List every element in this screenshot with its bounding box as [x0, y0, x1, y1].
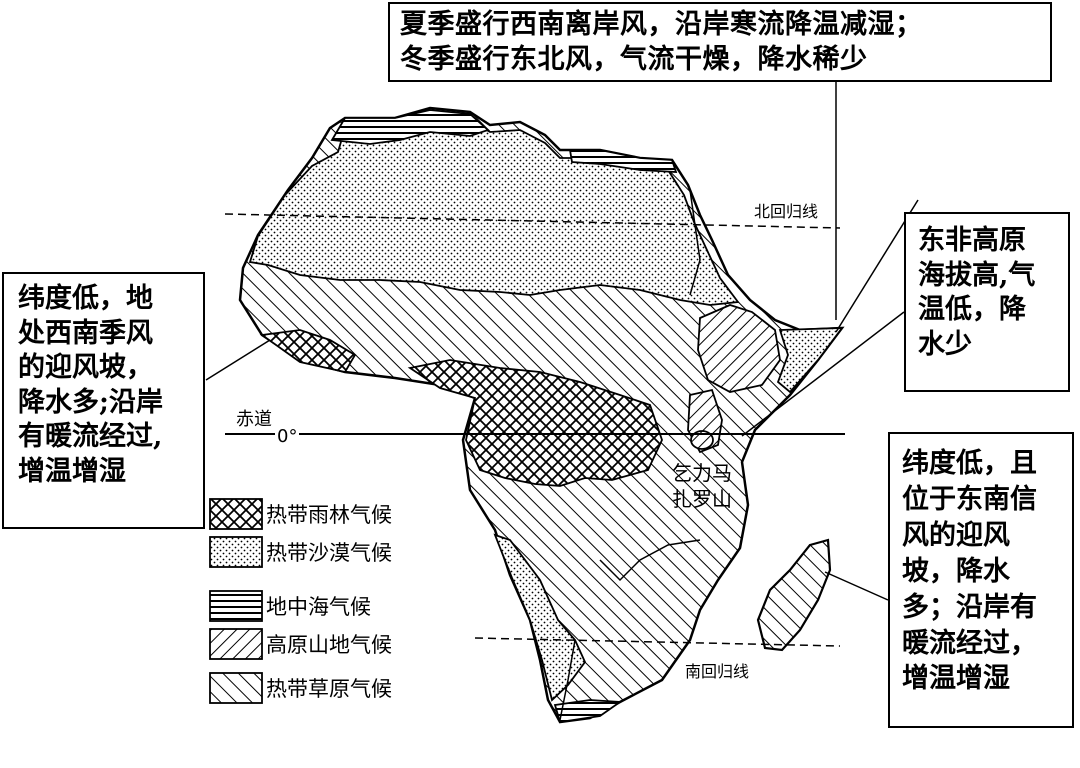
callout-right-lower-line-6: 暖流经过，: [902, 627, 1037, 659]
callout-west-coast-climate: 夏季盛行西南离岸风，沿岸寒流降温减湿； 冬季盛行东北风，气流干燥，降水稀少: [388, 2, 1052, 82]
callout-left-line-1: 纬度低，地: [18, 283, 153, 314]
legend-label-highland: 高原山地气候: [266, 633, 392, 657]
callout-top-line-2: 冬季盛行东北风，气流干燥，降水稀少: [400, 43, 868, 75]
legend-item-highland: 高原山地气候: [266, 627, 392, 661]
callout-right-lower-line-3: 风的迎风: [902, 519, 1010, 551]
legend-item-rainforest: 热带雨林气候: [266, 497, 392, 531]
callout-right-lower-line-5: 多；沿岸有: [902, 591, 1037, 623]
rainforest-zone-central: [407, 359, 663, 487]
namib-kalahari-desert-zone: [493, 533, 587, 702]
callout-right-upper-line-3: 温低，降: [918, 294, 1026, 326]
legend-label-savanna: 热带草原气候: [266, 677, 392, 701]
callout-left-line-3: 的迎风坡，: [18, 352, 153, 384]
callout-left-line-6: 增温增湿: [18, 455, 126, 487]
legend-label-mediterranean: 地中海气候: [266, 595, 371, 619]
internal-boundaries: [559, 189, 701, 721]
equator-degree-label: 0°: [275, 426, 300, 447]
legend-swatch-savanna: [209, 672, 263, 704]
callout-madagascar-climate: 纬度低，且 位于东南信 风的迎风 坡，降水 多；沿岸有 暖流经过， 增温增湿: [888, 432, 1074, 728]
legend-item-mediterranean: 地中海气候: [266, 589, 371, 623]
madagascar-island: [756, 538, 832, 652]
callout-right-upper-line-4: 水少: [918, 328, 972, 360]
legend-label-desert: 热带沙漠气候: [266, 541, 392, 565]
callout-guinea-coast-climate: 纬度低，地 处西南季风 的迎风坡， 降水多;沿岸 有暖流经过, 增温增湿: [2, 272, 205, 529]
kilimanjaro-label-line-1: 乞力马: [672, 461, 732, 485]
tropic-of-capricorn-label: 南回归线: [683, 658, 752, 682]
callout-right-lower-line-2: 位于东南信: [902, 483, 1037, 515]
callout-right-upper-line-2: 海拔高,气: [918, 259, 1036, 291]
legend-item-desert: 热带沙漠气候: [266, 535, 392, 569]
tropic-of-cancer-label: 北回归线: [752, 198, 821, 222]
kilimanjaro-label: 乞力马 扎罗山: [672, 460, 732, 512]
callout-east-african-plateau: 东非高原 海拔高,气 温低，降 水少: [904, 212, 1070, 392]
callout-top-line-1: 夏季盛行西南离岸风，沿岸寒流降温减湿；: [400, 9, 923, 40]
callout-left-line-2: 处西南季风: [18, 317, 153, 349]
legend-swatch-highland: [209, 628, 263, 660]
callout-right-upper-line-1: 东非高原: [918, 225, 1026, 256]
mediterranean-zone-south: [553, 699, 623, 724]
legend-swatch-mediterranean: [209, 590, 263, 622]
legend-item-savanna: 热带草原气候: [266, 671, 392, 705]
somali-desert-zone: [776, 327, 844, 394]
callout-left-line-5: 有暖流经过,: [18, 421, 163, 453]
mediterranean-zone-west: [330, 109, 490, 145]
mediterranean-zone-east: [568, 149, 678, 173]
kilimanjaro-marker: [690, 430, 714, 450]
tropic-of-capricorn-line: [474, 637, 841, 647]
callout-right-lower-line-7: 增温增湿: [902, 663, 1010, 695]
callout-right-lower-line-4: 坡，降水: [902, 555, 1010, 587]
legend-label-rainforest: 热带雨林气候: [266, 503, 392, 527]
ethiopian-highland-zone: [697, 304, 781, 393]
kilimanjaro-label-line-2: 扎罗山: [672, 487, 732, 511]
legend-swatch-desert: [209, 536, 263, 568]
legend-swatch-rainforest: [209, 498, 263, 530]
callout-right-lower-line-1: 纬度低，且: [902, 448, 1037, 479]
callout-left-line-4: 降水多;沿岸: [18, 386, 163, 418]
tropic-of-cancer-line: [224, 213, 841, 229]
rainforest-zone-west: [259, 329, 357, 374]
equator-label: 赤道: [236, 409, 272, 430]
